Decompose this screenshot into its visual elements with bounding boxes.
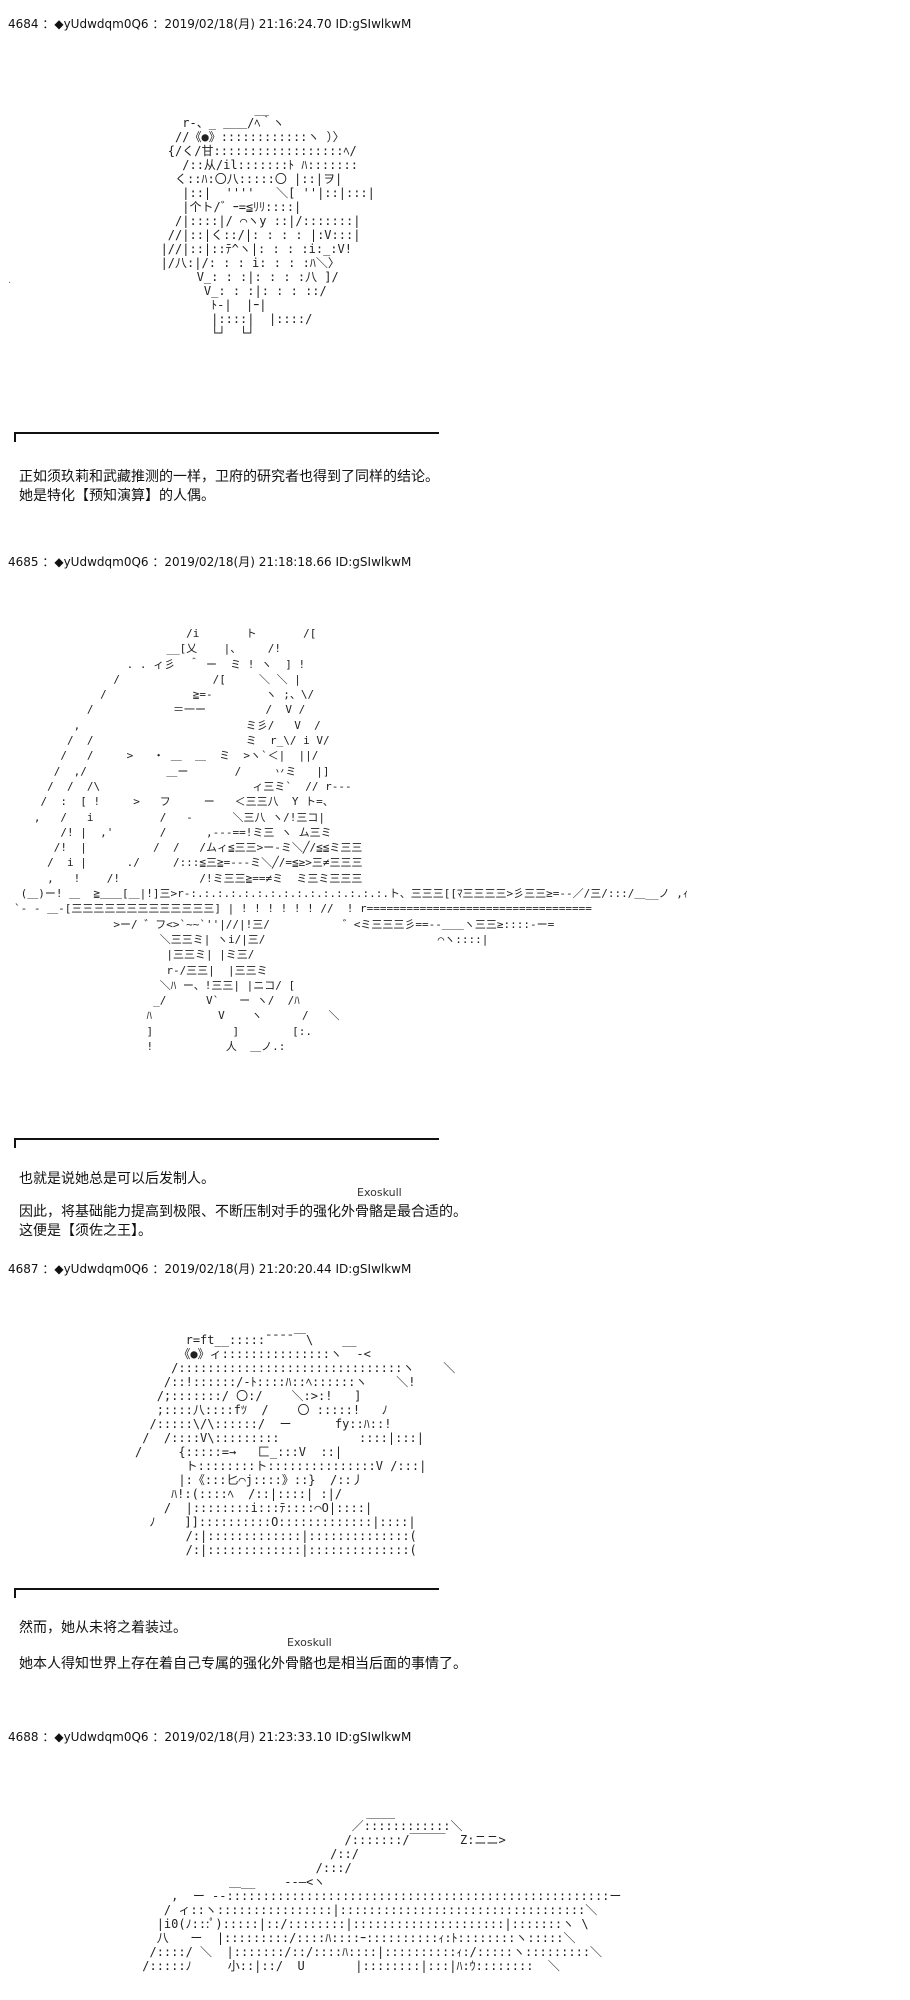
post-header-4685: 4685 ：◆yUdwdqm0Q6 ：2019/02/18(月) 21:18:1… (8, 555, 412, 569)
narration-line: 她是特化【预知演算】的人偶。 (19, 485, 215, 505)
narration-line: 也就是说她总是可以后发制人。 (19, 1171, 215, 1187)
ruby-annotation: Exoskull (357, 1186, 402, 1199)
narration-line: 然而，她从未将之着装过。 (19, 1620, 187, 1636)
ascii-art-creature: ____ ／::::::::::::＼ /:::::::/￣￣￣ Z:ニニ> /… (142, 1805, 622, 1973)
ascii-art-character-portrait: r=ft__:::::¯¯¯¯￣\ __ 《●》ィ:::::::::::::::… (135, 1333, 456, 1557)
narration-line: 正如须玖莉和武藏推测的一样，卫府的研究者也得到了同样的结论。 (19, 469, 439, 485)
margin-dot: · (8, 278, 12, 289)
narration-line: 她本人得知世界上存在着自己专属的强化外骨骼也是相当后面的事情了。 (19, 1656, 467, 1672)
post-header-4688: 4688 ：◆yUdwdqm0Q6 ：2019/02/18(月) 21:23:3… (8, 1730, 412, 1744)
ascii-art-character-standing: __ r-、_ ＿＿/ﾍ｀ヽ //《●》::::::::::::ヽ ）〉 {/く… (160, 102, 375, 340)
ascii-art-armored-figure: /i ト /[ __[乂 |、 /! . . ィ彡 ＾ ー ミ ! ヽ ] ! … (14, 627, 689, 1054)
section-divider (14, 432, 439, 442)
narration-text: 她是特化【预知演算】的人偶。 (19, 488, 215, 504)
narration-line: 因此，将基础能力提高到极限、不断压制对手的强化外骨骼是最合适的。 (19, 1204, 467, 1220)
post-header-4684: 4684 ：◆yUdwdqm0Q6 ：2019/02/18(月) 21:16:2… (8, 17, 412, 31)
ruby-annotation: Exoskull (287, 1636, 332, 1649)
section-divider (14, 1588, 439, 1598)
post-header-4687: 4687 ：◆yUdwdqm0Q6 ：2019/02/18(月) 21:20:2… (8, 1262, 412, 1276)
section-divider (14, 1138, 439, 1148)
narration-line: 这便是【须佐之王】。 (19, 1223, 152, 1239)
